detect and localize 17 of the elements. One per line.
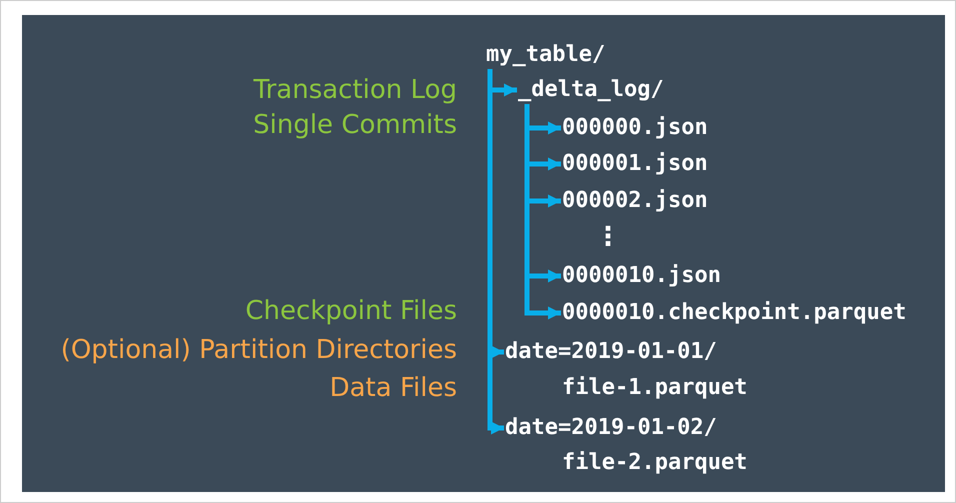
annotation-text: Data Files [330,372,457,404]
annotation-text: Checkpoint Files [245,295,457,327]
file-name: file-1.parquet [562,374,748,402]
folder-name: date=2019-01-01/ [505,338,717,366]
file-name: 0000010.checkpoint.parquet [562,299,906,327]
file-name: file-2.parquet [562,449,748,477]
annotation-text: Single Commits [253,109,457,141]
file-name: 0000010.json [562,262,721,290]
folder-name: my_table/ [486,41,606,69]
annotation-text: Transaction Log [254,74,457,106]
annotation-text: (Optional) Partition Directories [60,334,457,366]
folder-name: _delta_log/ [518,76,664,104]
ellipsis: ⋮ [595,221,621,253]
file-name: 000002.json [562,187,708,215]
file-name: 000000.json [562,114,708,142]
folder-name: date=2019-01-02/ [505,414,717,442]
file-name: 000001.json [562,150,708,178]
